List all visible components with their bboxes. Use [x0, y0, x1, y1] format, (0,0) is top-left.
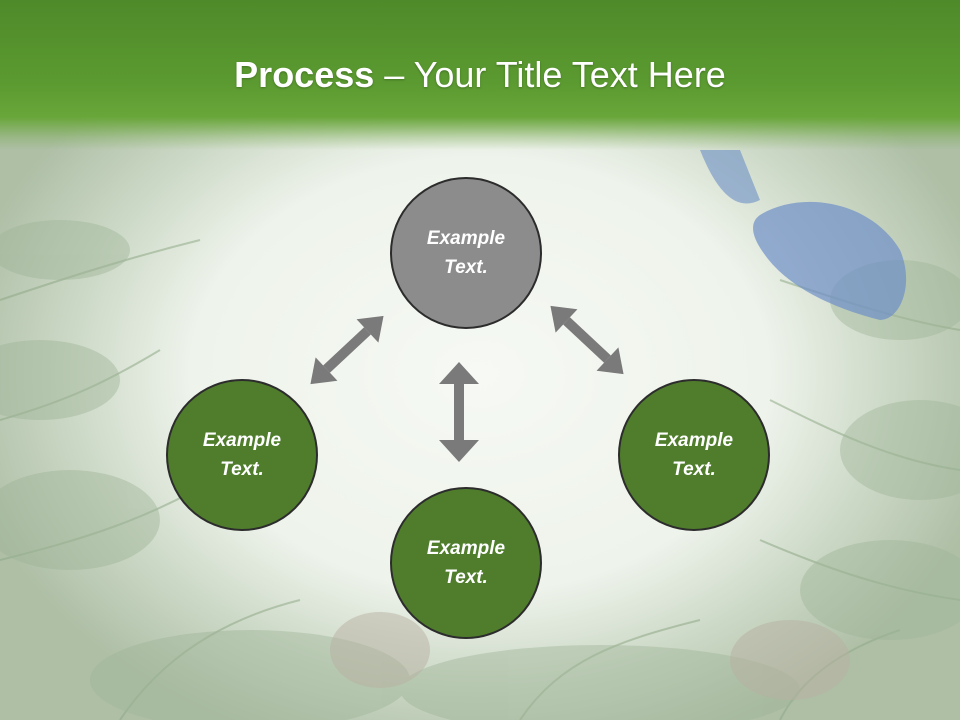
process-node-label: Example Text. [202, 430, 282, 480]
process-node-right[interactable]: Example Text. [618, 379, 770, 531]
title-rest-part: – Your Title Text Here [374, 54, 726, 95]
process-node-bottom[interactable]: Example Text. [390, 487, 542, 639]
process-node-label: Example Text. [654, 430, 734, 480]
slide-title[interactable]: Process – Your Title Text Here [0, 52, 960, 98]
process-node-left[interactable]: Example Text. [166, 379, 318, 531]
title-bold-part: Process [234, 54, 375, 95]
process-node-label: Example Text. [426, 228, 506, 278]
title-banner [0, 0, 960, 150]
process-node-label: Example Text. [426, 538, 506, 588]
process-node-top[interactable]: Example Text. [390, 177, 542, 329]
